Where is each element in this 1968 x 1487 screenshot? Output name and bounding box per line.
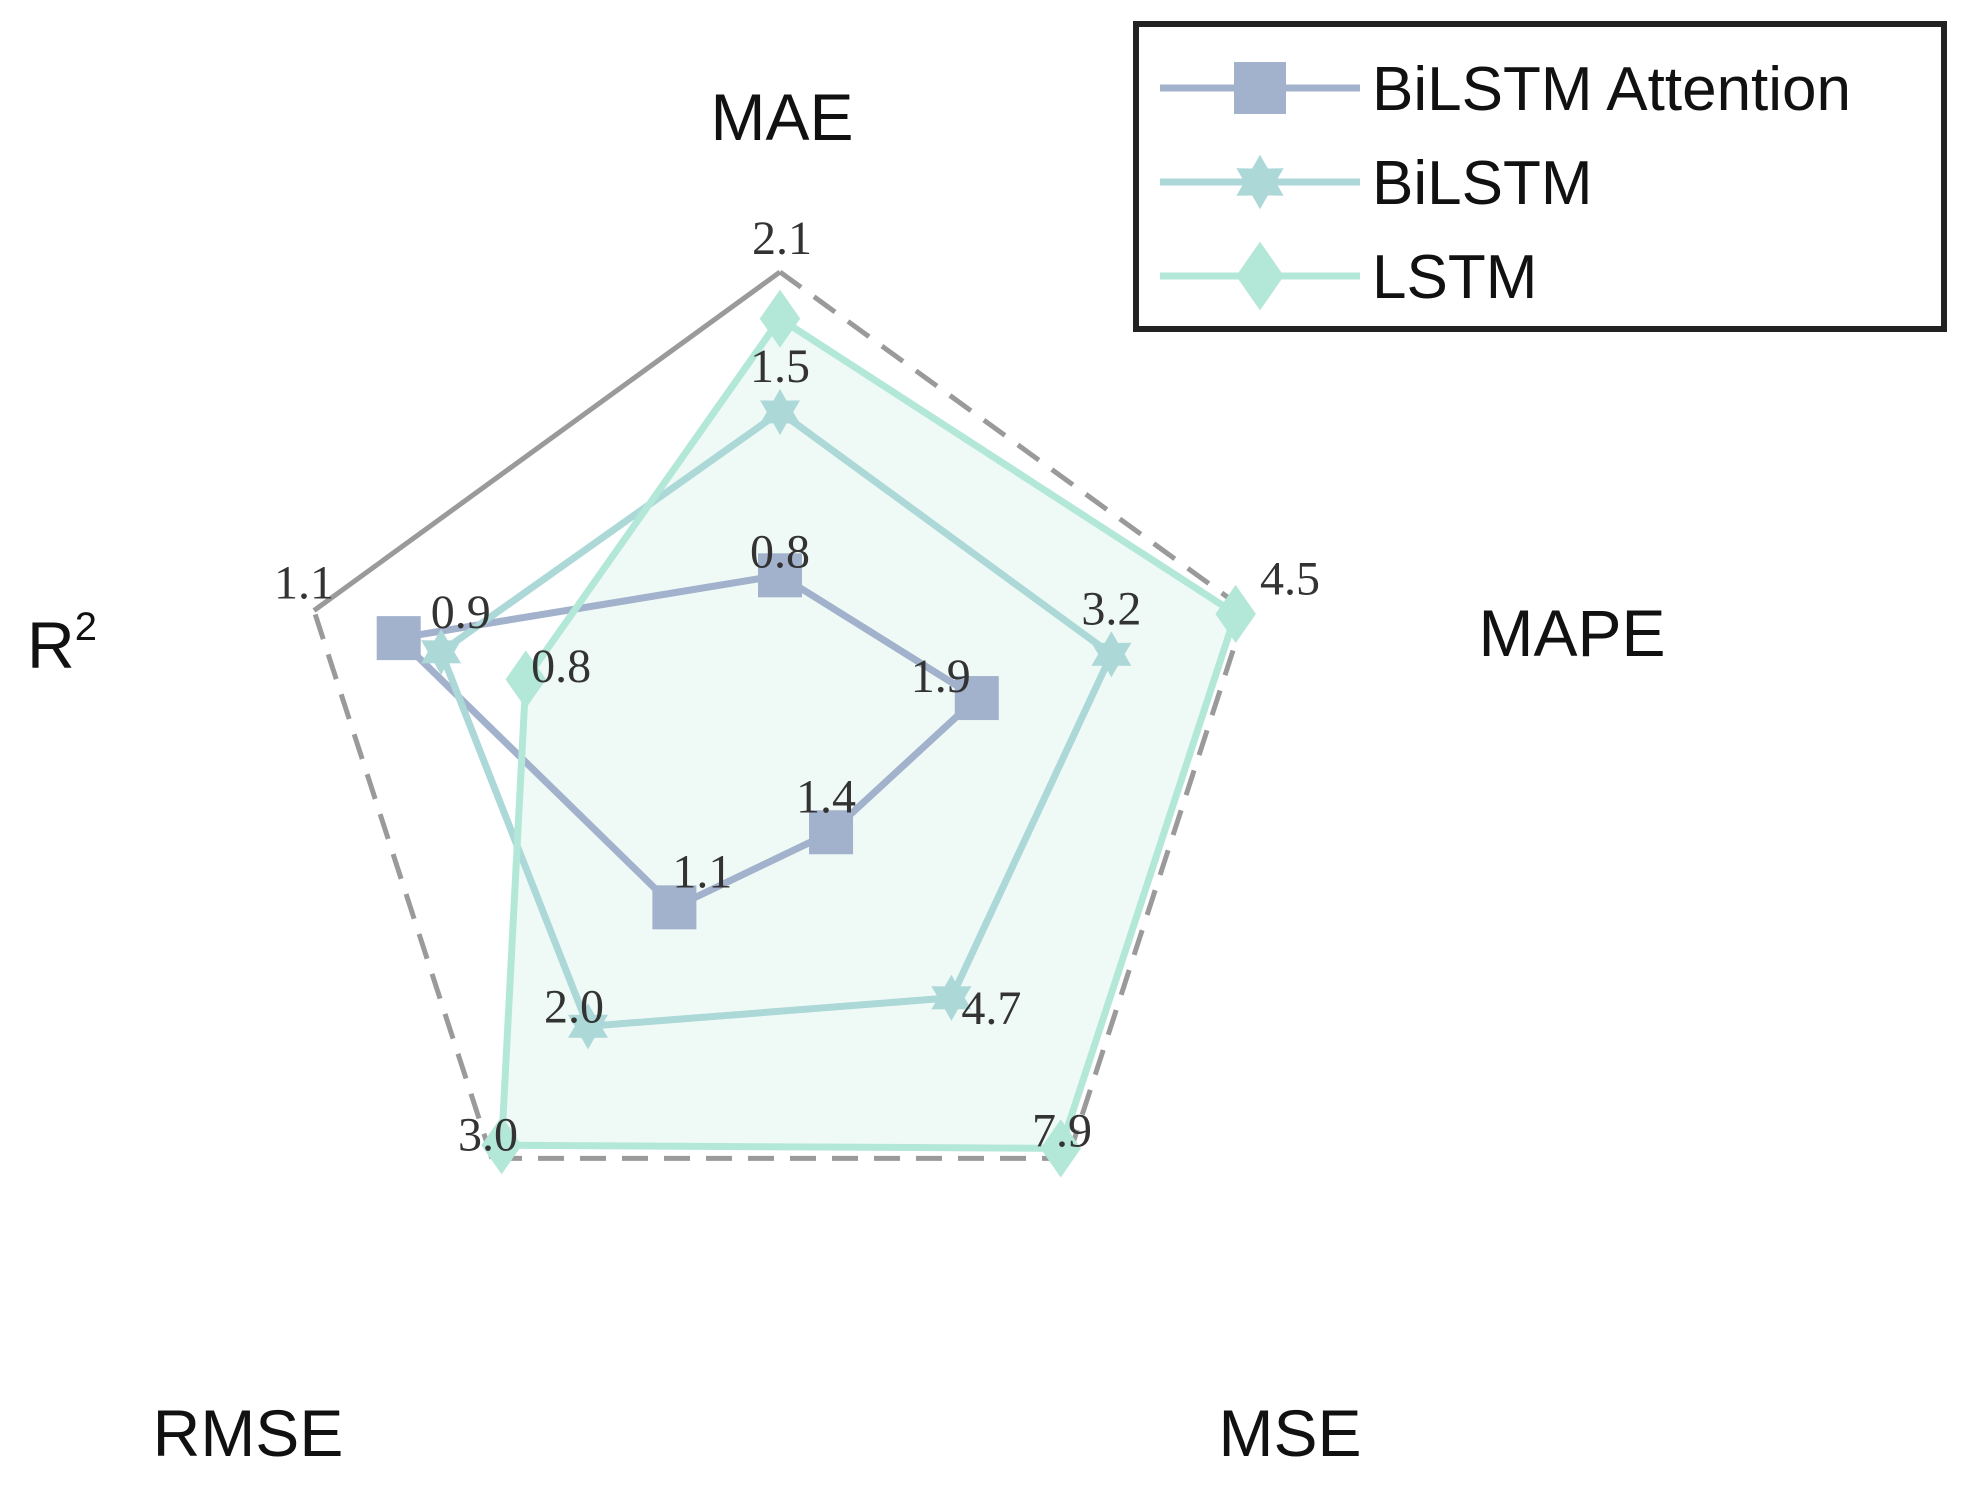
square-marker xyxy=(376,616,421,661)
axis-title-mse: MSE xyxy=(1218,1396,1361,1470)
diamond-marker xyxy=(481,1116,522,1175)
square-marker xyxy=(809,810,854,855)
series-line xyxy=(498,315,1240,1152)
square-marker xyxy=(758,553,802,598)
value-label: 0.8 xyxy=(531,640,591,693)
series-line xyxy=(395,571,981,911)
max-value-label: 2.1 xyxy=(752,212,812,265)
star-marker xyxy=(931,974,972,1021)
axis-title-rmse: RMSE xyxy=(153,1396,344,1470)
diamond-marker xyxy=(1215,584,1256,644)
square-marker xyxy=(954,676,999,721)
value-label: 3.2 xyxy=(1081,582,1141,635)
star-marker xyxy=(1091,631,1132,678)
diamond-marker xyxy=(505,650,547,709)
legend-label: BiLSTM Attention xyxy=(1372,55,1851,124)
diamond-marker xyxy=(759,289,801,348)
axis-title-r2: R2 xyxy=(27,605,97,682)
series-bilstm xyxy=(421,388,1132,1050)
frame-edge xyxy=(312,269,782,613)
max-value-label: 1.1 xyxy=(274,557,334,610)
value-label: 0.8 xyxy=(750,525,810,578)
value-label: 1.4 xyxy=(796,770,856,823)
legend-label: BiLSTM xyxy=(1372,149,1592,218)
star-marker xyxy=(568,1003,608,1050)
legend-label: LSTM xyxy=(1372,243,1537,312)
value-label: 1.5 xyxy=(750,340,810,393)
legend-item-lstm: LSTM xyxy=(1160,241,1537,312)
legend-item-bilstm-attention: BiLSTM Attention xyxy=(1160,55,1851,124)
series-line xyxy=(437,408,1115,1030)
legend-item-bilstm: BiLSTM xyxy=(1160,149,1592,218)
diamond-marker xyxy=(1040,1119,1081,1178)
series-bilstm-attention xyxy=(376,553,999,930)
star-marker xyxy=(421,628,462,675)
series-layer xyxy=(376,289,1256,1178)
square-marker xyxy=(652,885,697,930)
axis-title-layer: MAE MAPE MSE RMSE R2 xyxy=(27,80,1665,1470)
value-label: 2.0 xyxy=(544,980,604,1033)
axis-title-mape: MAPE xyxy=(1478,596,1665,670)
frame-edge xyxy=(778,269,1248,613)
max-value-label: 7.9 xyxy=(1032,1104,1092,1157)
square-marker xyxy=(1234,62,1286,114)
value-label: 1.1 xyxy=(672,845,732,898)
series-area-fill xyxy=(501,318,1236,1149)
star-marker xyxy=(1236,154,1284,210)
max-value-label: 4.5 xyxy=(1260,553,1320,606)
frame-edge xyxy=(311,609,495,1160)
value-label: 0.9 xyxy=(431,586,491,639)
axis-title-mae: MAE xyxy=(710,80,853,154)
series-lstm xyxy=(481,289,1256,1178)
chart-fill-layer xyxy=(501,318,1236,1149)
max-value-label: 3.0 xyxy=(458,1108,518,1161)
diamond-marker xyxy=(1236,241,1284,311)
star-marker xyxy=(760,388,800,436)
value-label: 1.9 xyxy=(911,650,971,703)
value-label: 4.7 xyxy=(961,982,1021,1035)
outer-frame xyxy=(311,269,1249,1161)
frame-edge xyxy=(1065,609,1249,1160)
label-layer: 0.8 1.9 1.4 1.1 0.9 1.5 3.2 4.7 2.0 0.8 2.1 4.5 7.9 3… xyxy=(274,212,1320,1161)
